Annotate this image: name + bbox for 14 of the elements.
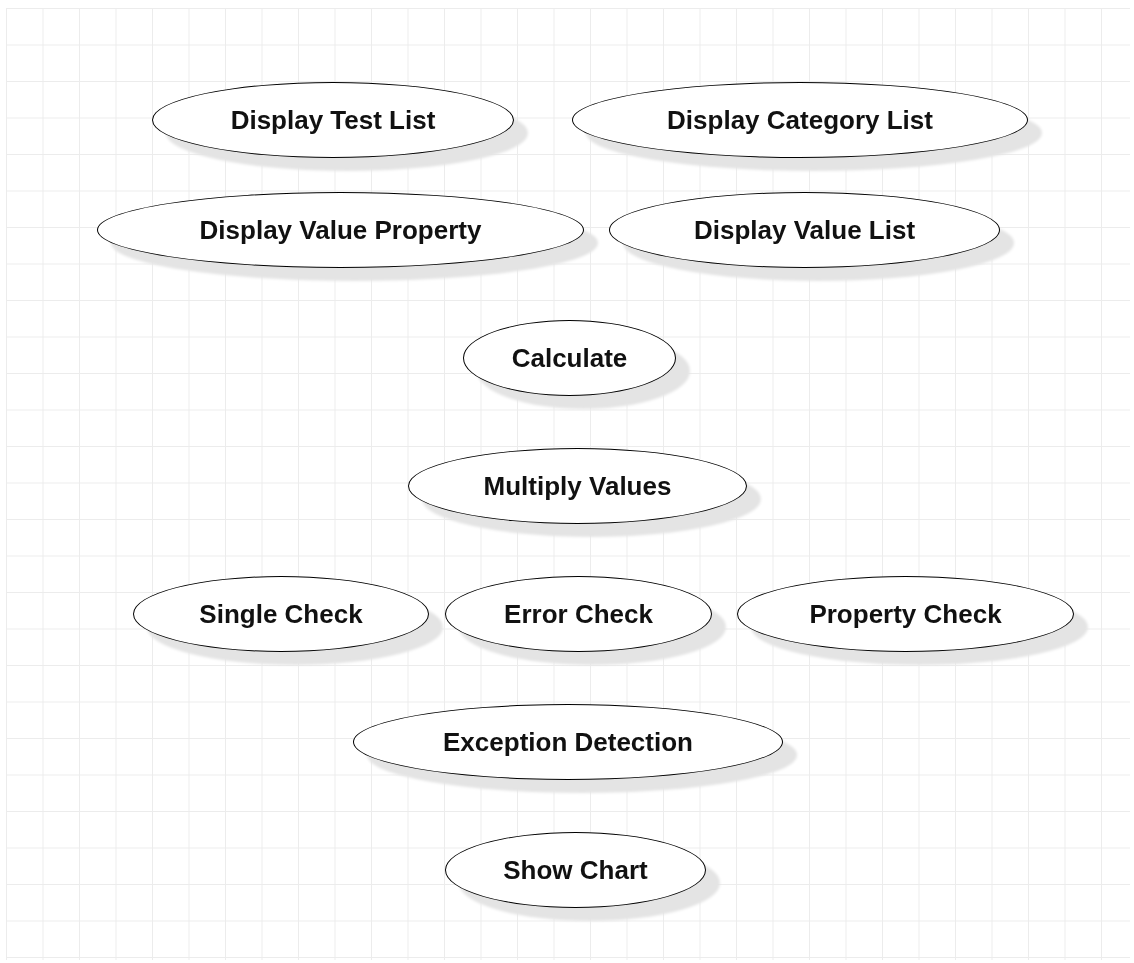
use-case-label: Display Category List [667, 104, 933, 136]
use-case-label: Show Chart [503, 854, 648, 886]
use-case-label: Display Value Property [199, 214, 482, 246]
use-case-ellipse [152, 82, 514, 158]
use-case-label: Display Value List [693, 214, 916, 246]
use-case-label: Calculate [511, 342, 628, 374]
use-case-label: Multiply Values [483, 470, 672, 502]
use-case-ellipse [572, 82, 1028, 158]
use-case-ellipse [408, 448, 747, 524]
use-case-label: Error Check [504, 598, 653, 630]
use-case-label: Property Check [809, 598, 1002, 630]
use-case-label: Single Check [199, 598, 363, 630]
use-case-label: Exception Detection [443, 726, 693, 758]
use-case-label: Display Test List [230, 104, 436, 136]
